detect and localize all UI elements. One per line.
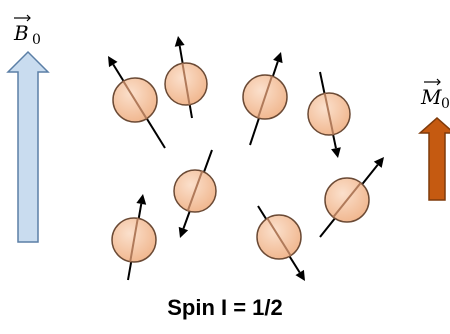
spin-arrowhead (331, 147, 341, 158)
spin-6 (320, 157, 384, 237)
b0-symbol: B (13, 21, 29, 45)
caption: Spin I = 1/2 (0, 295, 450, 321)
m0-subscript: 0 (441, 96, 450, 112)
spin-arrowhead (175, 36, 185, 47)
m0-arrow-shape (420, 118, 450, 200)
spin-arrowhead (273, 52, 282, 63)
spin-4 (308, 72, 350, 158)
spin-8 (257, 206, 305, 281)
spin-7 (112, 194, 156, 280)
b0-field-arrow (8, 52, 48, 242)
spin-2 (165, 36, 207, 118)
spin-3 (243, 52, 287, 145)
spin-arrowhead (136, 194, 146, 205)
spin-5 (174, 150, 216, 238)
spin-1 (108, 56, 165, 148)
b0-label: B 0 (13, 15, 41, 48)
m0-symbol: M (420, 85, 442, 109)
m0-label: M 0 (420, 79, 450, 112)
spin-group (108, 36, 384, 281)
b0-subscript: 0 (32, 32, 41, 48)
b0-arrow-shape (8, 52, 48, 242)
m0-magnetization-arrow (420, 118, 450, 200)
